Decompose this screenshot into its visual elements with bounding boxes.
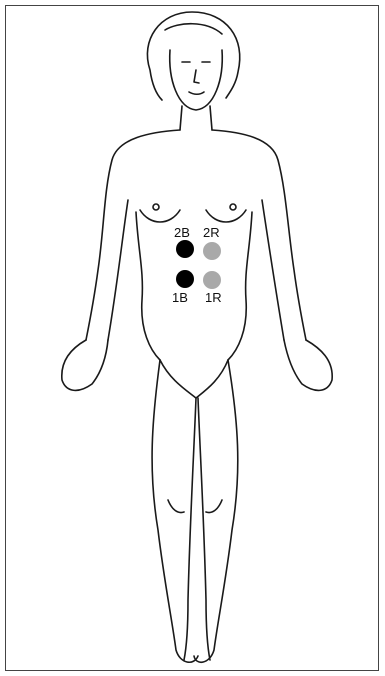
right-leg — [194, 360, 238, 662]
electrode-label-2r: 2R — [203, 226, 220, 239]
left-hand — [62, 340, 108, 390]
right-hand — [284, 340, 332, 390]
torso-left-outline — [86, 130, 180, 340]
hair-outline — [147, 12, 239, 100]
electrode-2b — [176, 240, 194, 258]
electrode-1b — [176, 270, 194, 288]
electrode-2r — [203, 242, 221, 260]
electrode-1r — [203, 271, 221, 289]
head-outline — [170, 50, 223, 110]
electrode-label-1r: 1R — [205, 291, 222, 304]
torso-right-outline — [212, 130, 306, 340]
electrode-label-2b: 2B — [174, 226, 190, 239]
electrode-label-1b: 1B — [172, 291, 188, 304]
